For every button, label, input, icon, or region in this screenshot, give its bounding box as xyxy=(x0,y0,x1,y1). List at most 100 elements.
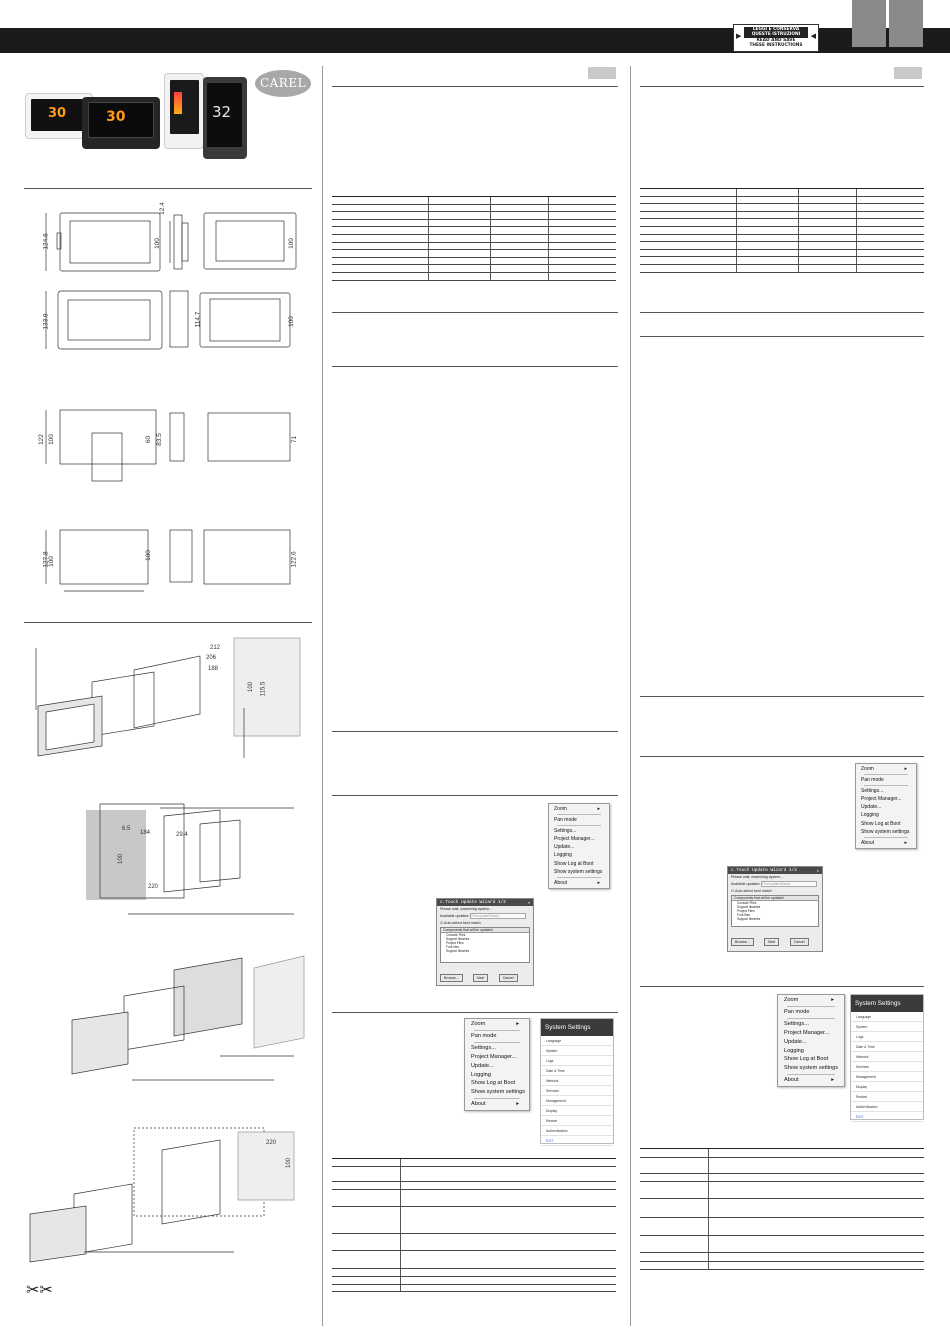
browse-button[interactable]: Browse... xyxy=(731,938,754,946)
settings-item-system[interactable]: System xyxy=(851,1022,923,1032)
wizard-title: c.Touch Update Wizard 1/2 xyxy=(728,867,822,874)
menu-item-show-log-at-boot[interactable]: Show Log at Boot xyxy=(784,1056,829,1063)
menu-item-pan-mode[interactable]: Pan mode xyxy=(471,1032,497,1039)
settings-item-authentication[interactable]: Authentication xyxy=(851,1102,923,1112)
language-tab-1[interactable] xyxy=(852,0,886,47)
menu-item-zoom[interactable]: Zoom xyxy=(554,805,604,813)
language-tab-2[interactable] xyxy=(889,0,923,47)
menu-item-logging[interactable]: Logging xyxy=(554,852,572,859)
system-settings-panel: System Settings Language System Logs Dat… xyxy=(540,1018,614,1146)
wizard-auto-select: Auto-select best match xyxy=(444,921,481,925)
settings-exit[interactable]: EXIT xyxy=(541,1136,613,1146)
device-screen xyxy=(88,102,154,138)
context-menu[interactable]: Zoom Pan mode Settings... Project Manage… xyxy=(777,994,845,1088)
mount-label: 115.5 xyxy=(260,681,267,697)
badge-line-1: LEGGI E CONSERVA xyxy=(744,27,808,33)
menu-item-update[interactable]: Update... xyxy=(861,804,882,811)
update-wizard-dialog: c.Touch Update Wizard 1/2 Please wait, e… xyxy=(727,866,823,952)
menu-item-zoom[interactable]: Zoom xyxy=(861,765,911,773)
checkbox-icon[interactable]: ☑ xyxy=(731,889,735,893)
menu-item-update[interactable]: Update... xyxy=(554,844,575,851)
settings-item-services[interactable]: Services xyxy=(541,1086,613,1096)
settings-item-network[interactable]: Network xyxy=(541,1076,613,1086)
settings-item-date-time[interactable]: Date & Time xyxy=(851,1042,923,1052)
menu-item-show-system-settings[interactable]: Show system settings xyxy=(471,1089,526,1096)
menu-item-project-manager[interactable]: Project Manager... xyxy=(784,1029,830,1036)
mount-label: 220 xyxy=(148,884,159,890)
wizard-component: Support libraries xyxy=(446,949,470,953)
wizard-status: Please wait, examining system... xyxy=(440,907,493,911)
menu-item-show-system-settings[interactable]: Show system settings xyxy=(861,828,910,835)
settings-item-display[interactable]: Display xyxy=(541,1106,613,1116)
menu-item-show-log-at-boot[interactable]: Show Log at Boot xyxy=(471,1080,516,1087)
mount-label: 100 xyxy=(286,1157,293,1169)
menu-item-update[interactable]: Update... xyxy=(784,1038,807,1045)
menu-item-pan-mode[interactable]: Pan mode xyxy=(861,777,884,784)
menu-item-about[interactable]: About xyxy=(784,1076,838,1085)
device-temp-a: 30 xyxy=(48,106,67,121)
menu-item-settings[interactable]: Settings... xyxy=(554,828,577,835)
wizard-available-select[interactable]: Find update/Wizard xyxy=(470,913,527,919)
settings-item-display[interactable]: Display xyxy=(851,1082,923,1092)
column-divider-2 xyxy=(630,66,631,1326)
next-button[interactable]: Next xyxy=(473,974,489,982)
settings-item-language[interactable]: Language xyxy=(541,1036,613,1046)
settings-item-restart[interactable]: Restart xyxy=(541,1116,613,1126)
menu-item-settings[interactable]: Settings... xyxy=(861,788,884,795)
settings-item-authentication[interactable]: Authentication xyxy=(541,1126,613,1136)
menu-item-pan-mode[interactable]: Pan mode xyxy=(554,817,577,824)
menu-item-show-system-settings[interactable]: Show system settings xyxy=(554,868,603,875)
mount-label: 206 xyxy=(206,655,217,661)
checkbox-icon[interactable]: ☑ xyxy=(440,921,444,925)
cancel-button[interactable]: Cancel xyxy=(498,974,518,982)
settings-item-language[interactable]: Language xyxy=(851,1012,923,1022)
menu-item-zoom[interactable]: Zoom xyxy=(784,996,838,1005)
browse-button[interactable]: Browse... xyxy=(440,974,463,982)
menu-item-about[interactable]: About xyxy=(554,879,604,887)
menu-item-project-manager[interactable]: Project Manager... xyxy=(471,1053,517,1060)
menu-item-logging[interactable]: Logging xyxy=(784,1047,804,1054)
settings-item-system[interactable]: System xyxy=(541,1046,613,1056)
wizard-component: Project Files xyxy=(737,909,755,913)
dim-label: 100 xyxy=(47,556,55,567)
menu-item-show-system-settings[interactable]: Show system settings xyxy=(784,1065,839,1072)
wizard-components-list[interactable]: Components that will be updated: Console… xyxy=(440,927,530,963)
menu-item-project-manager[interactable]: Project Manager... xyxy=(861,796,902,803)
menu-item-about[interactable]: About xyxy=(471,1100,523,1109)
menu-item-update[interactable]: Update... xyxy=(471,1062,494,1069)
settings-item-date-time[interactable]: Date & Time xyxy=(541,1066,613,1076)
wizard-components-list[interactable]: Components that will be updated: Console… xyxy=(731,895,819,927)
menu-item-pan-mode[interactable]: Pan mode xyxy=(784,1008,810,1015)
wizard-components-header: Components that will be updated: xyxy=(441,928,529,933)
menu-item-settings[interactable]: Settings... xyxy=(471,1044,496,1051)
menu-item-about[interactable]: About xyxy=(861,839,911,847)
cancel-button[interactable]: Cancel xyxy=(789,938,809,946)
dim-label: 100 xyxy=(153,238,161,249)
menu-item-show-log-at-boot[interactable]: Show Log at Boot xyxy=(861,820,901,827)
section-rule xyxy=(640,336,924,337)
settings-exit[interactable]: EXIT xyxy=(851,1112,923,1122)
level-bar xyxy=(174,92,182,114)
wizard-available-select[interactable]: Find update/Wizard xyxy=(761,881,818,887)
settings-item-services[interactable]: Services xyxy=(851,1062,923,1072)
context-menu[interactable]: Zoom Pan mode Settings... Project Manage… xyxy=(464,1018,530,1112)
menu-item-project-manager[interactable]: Project Manager... xyxy=(554,836,595,843)
menu-separator xyxy=(787,1017,835,1019)
parameters-table-col2 xyxy=(332,1158,616,1292)
menu-item-show-log-at-boot[interactable]: Show Log at Boot xyxy=(554,860,594,867)
settings-item-network[interactable]: Network xyxy=(851,1052,923,1062)
settings-item-logs[interactable]: Logs xyxy=(851,1032,923,1042)
settings-item-management[interactable]: Management xyxy=(851,1072,923,1082)
context-menu[interactable]: Zoom Pan mode Settings... Project Manage… xyxy=(855,763,917,849)
menu-item-logging[interactable]: Logging xyxy=(471,1071,491,1078)
next-button[interactable]: Next xyxy=(764,938,780,946)
device-white: 30 xyxy=(25,93,93,139)
settings-item-logs[interactable]: Logs xyxy=(541,1056,613,1066)
system-settings-panel: System Settings Language System Logs Dat… xyxy=(850,994,924,1122)
menu-item-settings[interactable]: Settings... xyxy=(784,1020,809,1027)
menu-item-logging[interactable]: Logging xyxy=(861,812,879,819)
settings-item-restart[interactable]: Restart xyxy=(851,1092,923,1102)
context-menu[interactable]: Zoom Pan mode Settings... Project Manage… xyxy=(548,803,610,889)
menu-item-zoom[interactable]: Zoom xyxy=(471,1020,523,1029)
settings-item-management[interactable]: Management xyxy=(541,1096,613,1106)
